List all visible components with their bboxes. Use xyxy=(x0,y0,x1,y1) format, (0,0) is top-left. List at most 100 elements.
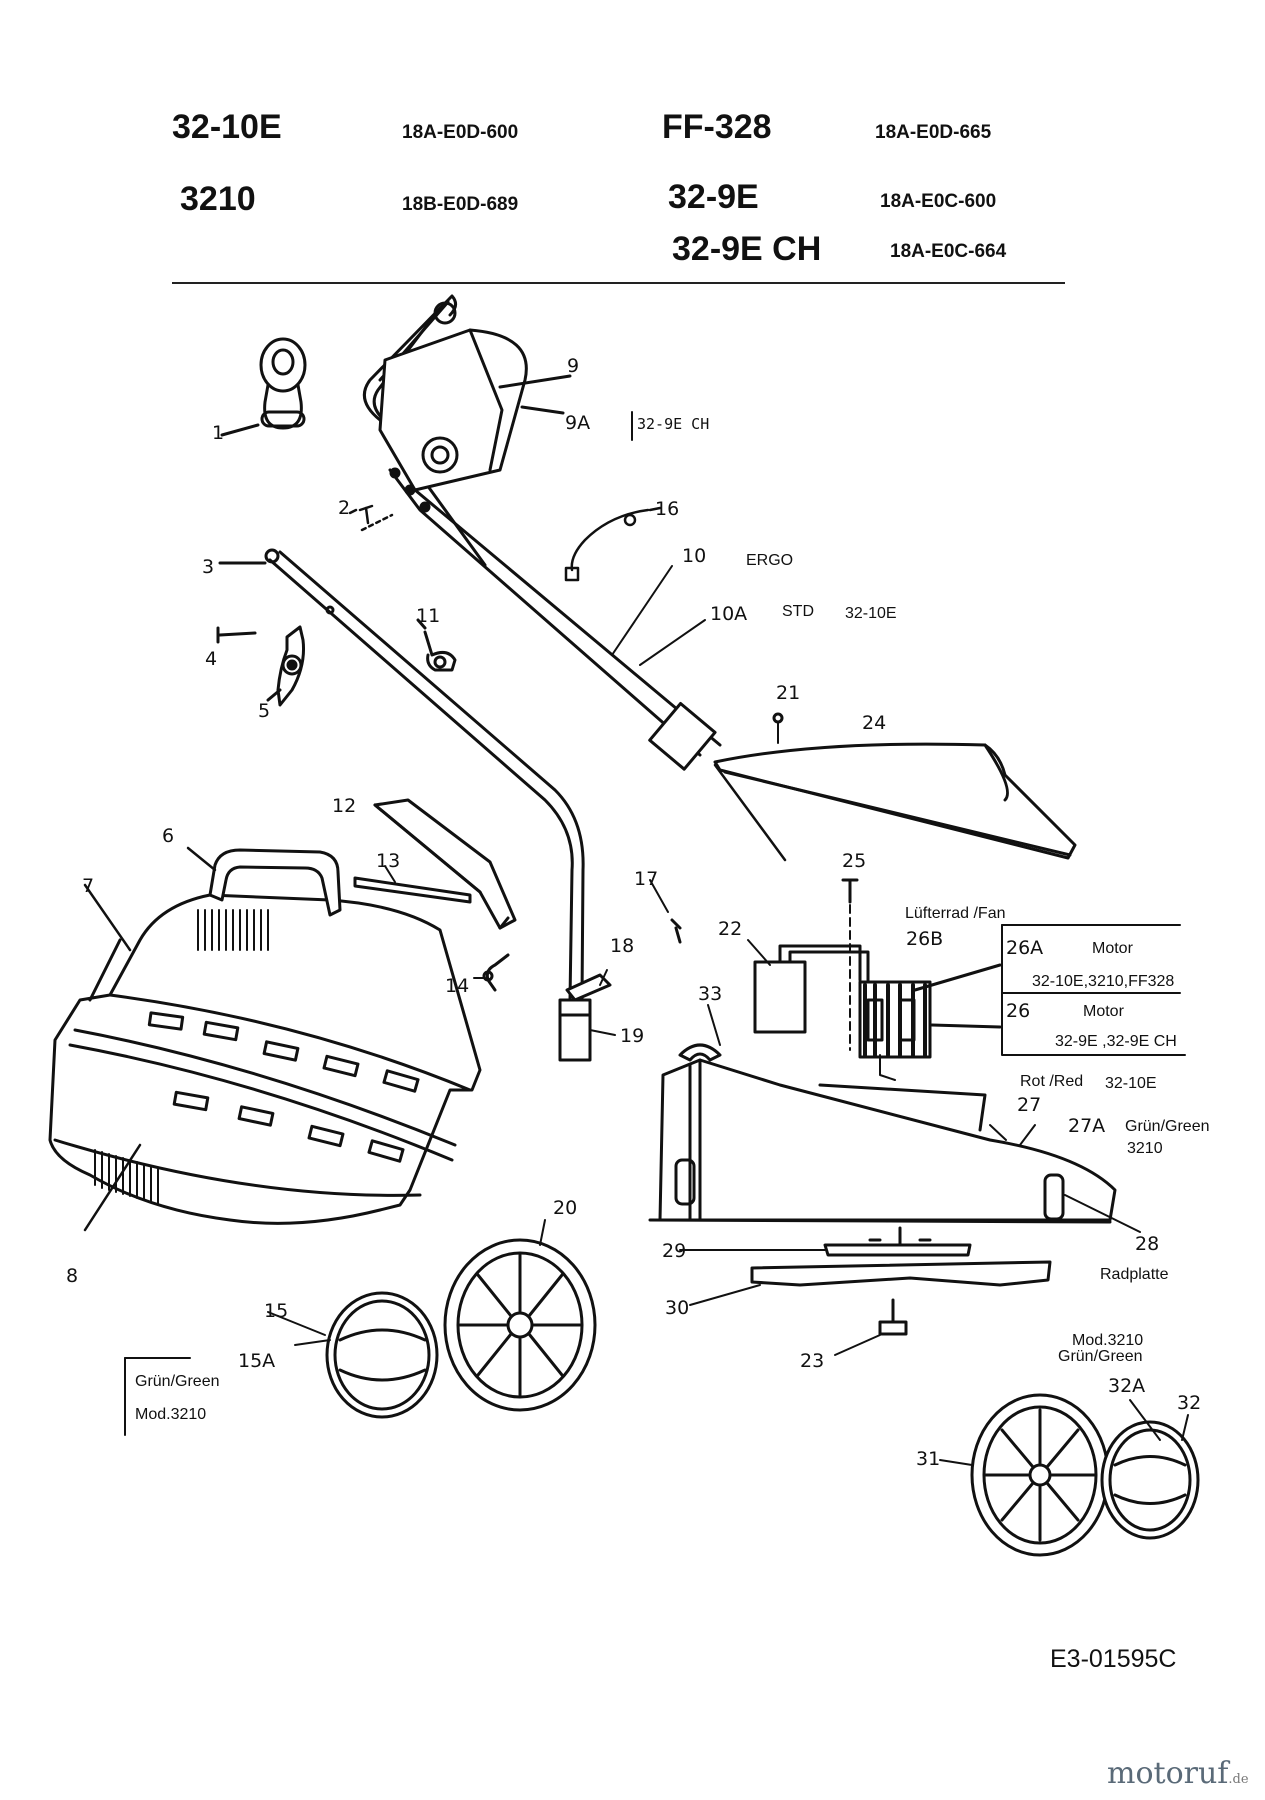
part-12-deflector xyxy=(373,798,517,930)
code-32-9e: 18A-E0C-600 xyxy=(880,191,997,212)
label-part-32: 32 xyxy=(1177,1392,1202,1414)
part-9-upper-handle xyxy=(362,294,722,771)
code-32-9e-ch: 18A-E0C-664 xyxy=(890,241,1007,262)
label-part-29: 29 xyxy=(662,1240,687,1262)
model-3210: 3210 xyxy=(180,180,256,218)
label-part-32a: 32A xyxy=(1108,1375,1146,1397)
label-part-1: 1 xyxy=(212,422,225,444)
part-5-knob xyxy=(266,625,305,707)
part-25-screw xyxy=(841,878,859,1051)
label-part-13: 13 xyxy=(376,850,401,872)
label-part-5: 5 xyxy=(258,700,271,722)
note-10-ergo: ERGO xyxy=(746,552,794,569)
note-27a-model: 3210 xyxy=(1127,1140,1163,1157)
label-part-33: 33 xyxy=(698,983,723,1005)
label-part-21: 21 xyxy=(776,682,801,704)
label-part-9: 9 xyxy=(567,355,580,377)
part-32-wheel-cap xyxy=(1100,1399,1200,1540)
note-motor-26a: Motor xyxy=(1092,940,1133,957)
label-part-10: 10 xyxy=(682,545,707,567)
label-part-18: 18 xyxy=(610,935,635,957)
code-ff-328: 18A-E0D-665 xyxy=(875,122,992,143)
part-13-rod xyxy=(353,865,472,904)
label-part-10a: 10A xyxy=(710,603,748,625)
label-part-26a: 26A xyxy=(1006,937,1044,959)
part-31-wheel xyxy=(939,1393,1110,1557)
label-part-23: 23 xyxy=(800,1350,825,1372)
label-part-12: 12 xyxy=(332,795,357,817)
note-fan: Lüfterrad /Fan xyxy=(905,905,1006,922)
part-22-capacitor xyxy=(747,939,870,1034)
label-part-19: 19 xyxy=(620,1025,645,1047)
note-motor-26-models: 32-9E ,32-9E CH xyxy=(1055,1033,1177,1050)
drawing-number: E3-01595C xyxy=(1050,1645,1177,1673)
note-15a-green: Grün/Green xyxy=(135,1373,220,1390)
label-part-11: 11 xyxy=(416,605,441,627)
part-18-19-fitting xyxy=(565,969,616,1036)
part-26-motor xyxy=(858,963,1002,1081)
label-part-15: 15 xyxy=(264,1300,289,1322)
label-part-17: 17 xyxy=(634,868,659,890)
part-16-cable xyxy=(564,506,662,582)
part-14-spring xyxy=(473,953,510,992)
part-1-clip xyxy=(220,337,307,437)
mower-deck-housing xyxy=(648,1058,1141,1233)
label-part-3: 3 xyxy=(202,556,215,578)
part-7-grass-catcher xyxy=(48,893,482,1225)
label-part-2: 2 xyxy=(338,497,351,519)
label-part-7: 7 xyxy=(82,875,95,897)
part-15-wheel-cap xyxy=(267,1291,439,1419)
label-part-8: 8 xyxy=(66,1265,79,1287)
label-part-24: 24 xyxy=(862,712,887,734)
label-part-4: 4 xyxy=(205,648,218,670)
label-part-30: 30 xyxy=(665,1297,690,1319)
code-3210: 18B-E0D-689 xyxy=(402,194,519,215)
label-part-6: 6 xyxy=(162,825,175,847)
note-32a-mod: Mod.3210 xyxy=(1072,1332,1144,1349)
model-32-10e: 32-10E xyxy=(172,108,282,146)
note-15a-mod: Mod.3210 xyxy=(135,1406,207,1423)
label-part-14: 14 xyxy=(445,975,470,997)
part-17-screw xyxy=(649,879,682,944)
part-11-clip xyxy=(416,618,457,672)
note-red: Rot /Red xyxy=(1020,1073,1084,1090)
note-9a: 32-9E CH xyxy=(637,415,710,433)
note-motor-26a-models: 32-10E,3210,FF328 xyxy=(1032,973,1175,990)
grass-catcher-vents xyxy=(94,909,269,1205)
note-radplatte: Radplatte xyxy=(1100,1266,1169,1283)
label-part-26: 26 xyxy=(1006,1000,1031,1022)
note-10a-std: STD xyxy=(782,603,814,620)
note-32a-green: Grün/Green xyxy=(1058,1348,1143,1365)
watermark-logo: motoruf.de xyxy=(1107,1756,1249,1791)
note-10a-model: 32-10E xyxy=(845,605,897,622)
note-red-model: 32-10E xyxy=(1105,1075,1157,1092)
handle-to-motor-line xyxy=(713,763,787,862)
header-rule xyxy=(172,282,1065,284)
label-part-27a: 27A xyxy=(1068,1115,1106,1137)
part-4-bolt xyxy=(216,626,257,644)
label-part-28: 28 xyxy=(1135,1233,1160,1255)
label-part-22: 22 xyxy=(718,918,743,940)
watermark-suffix: .de xyxy=(1228,1772,1249,1787)
label-part-25: 25 xyxy=(842,850,867,872)
model-ff-328: FF-328 xyxy=(662,108,772,146)
note-motor-26: Motor xyxy=(1083,1003,1124,1020)
label-part-27: 27 xyxy=(1017,1094,1042,1116)
model-32-9e: 32-9E xyxy=(668,178,759,216)
label-part-26b: 26B xyxy=(906,928,944,950)
part-29-fan xyxy=(679,1226,972,1257)
part-23-bolt xyxy=(834,1298,908,1356)
part-20-wheel xyxy=(443,1219,597,1412)
part-33-grommet xyxy=(678,1004,722,1062)
watermark-name: motoruf xyxy=(1107,1756,1229,1791)
code-32-10e: 18A-E0D-600 xyxy=(402,122,519,143)
label-part-31: 31 xyxy=(916,1448,941,1470)
motor-labels-box xyxy=(1001,924,1186,1056)
part-24-cover xyxy=(713,712,1077,860)
part-10-leaders xyxy=(611,565,706,666)
label-part-16: 16 xyxy=(655,498,680,520)
part-2-screws xyxy=(348,504,394,532)
part-6-carry-handle xyxy=(83,846,342,1232)
label-part-9a: 9A xyxy=(565,412,591,434)
